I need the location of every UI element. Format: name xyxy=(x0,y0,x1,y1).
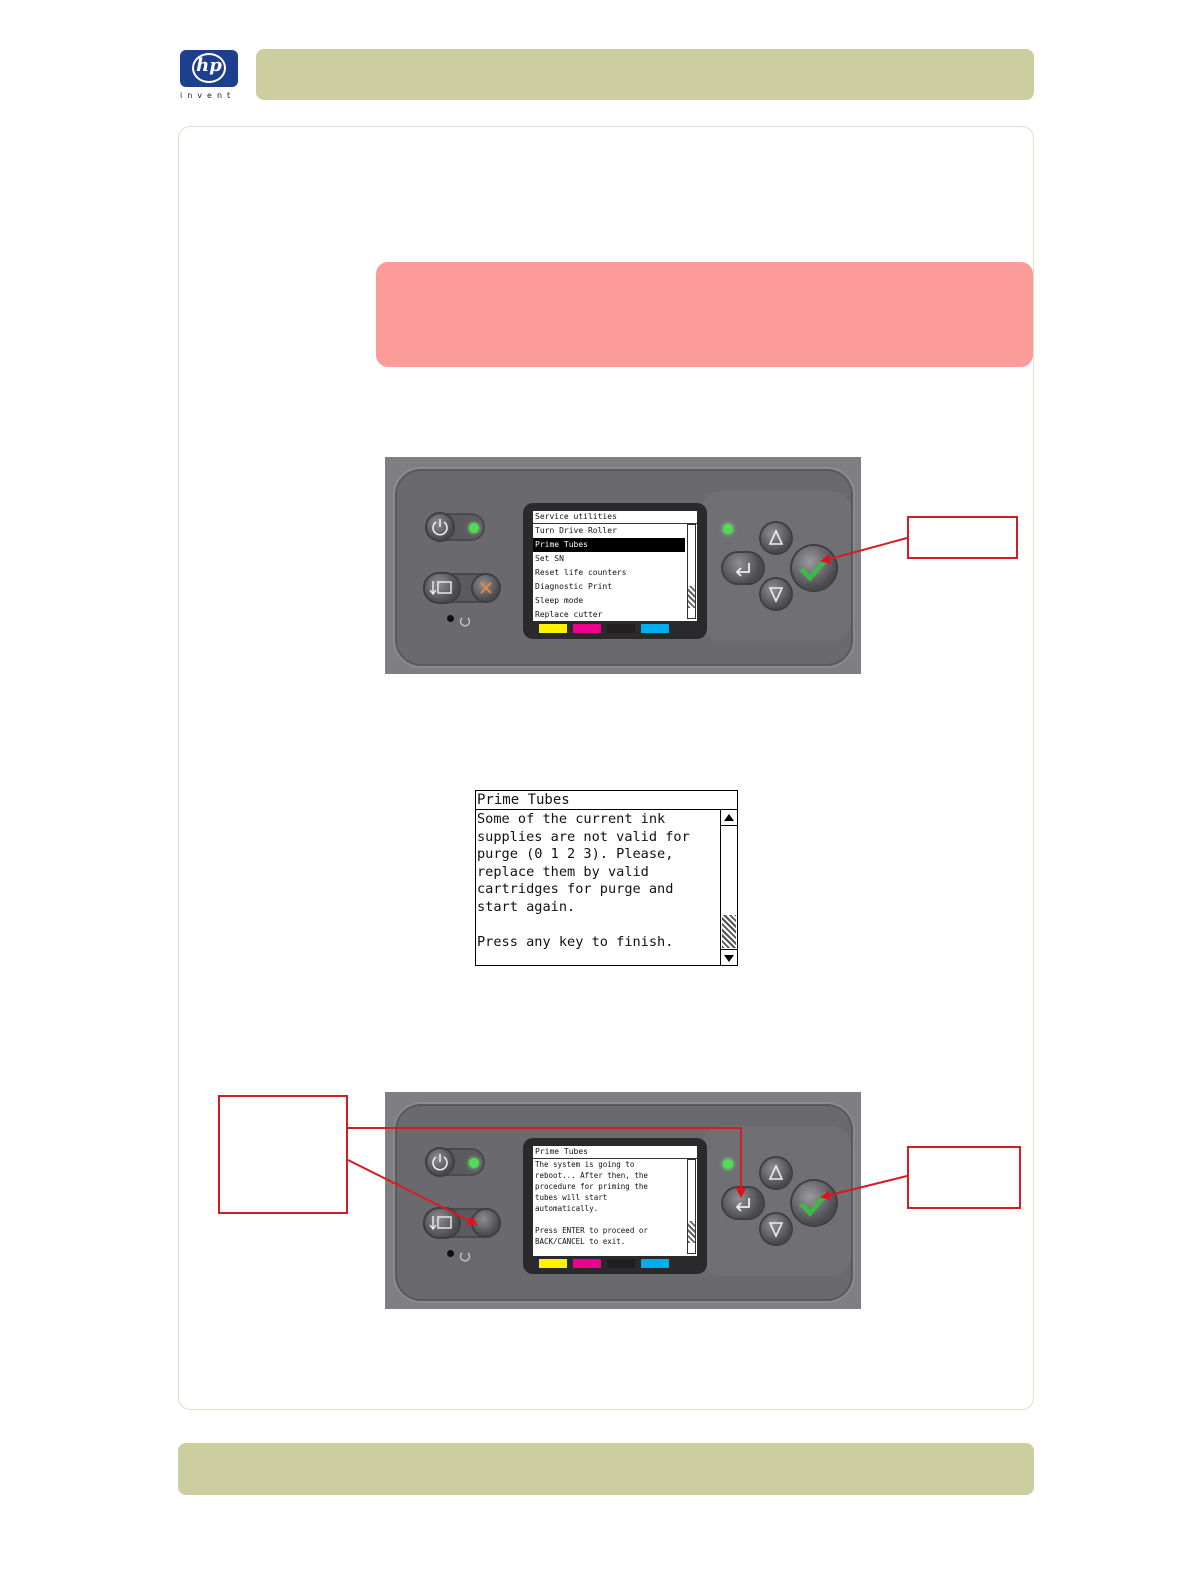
lcd-title: Service utilities xyxy=(533,511,697,524)
checkmark-icon xyxy=(799,556,829,582)
status-ring-icon xyxy=(459,1247,471,1262)
power-button[interactable] xyxy=(427,1149,453,1175)
ink-yellow xyxy=(539,1259,567,1268)
leader-line-ok-1 xyxy=(820,537,908,564)
hp-logo-badge: hp xyxy=(180,50,238,87)
back-arrow-icon xyxy=(735,563,750,577)
status-dot xyxy=(447,615,454,622)
scroll-thumb[interactable] xyxy=(722,915,736,948)
status-ring-icon xyxy=(459,612,471,627)
lcd-screen: Service utilities Turn Drive Roller Prim… xyxy=(533,511,697,621)
front-panel-photo-1: Service utilities Turn Drive Roller Prim… xyxy=(385,457,861,674)
header-bar xyxy=(256,49,1034,100)
back-button[interactable] xyxy=(723,553,763,583)
menu-item-turn-drive-roller[interactable]: Turn Drive Roller xyxy=(535,526,617,535)
hp-logo-tagline: invent xyxy=(180,91,236,100)
ink-yellow xyxy=(539,624,567,633)
scroll-up-icon xyxy=(724,814,734,821)
ink-magenta xyxy=(573,624,601,633)
form-feed-icon xyxy=(429,1216,452,1231)
menu-item-replace-cutter[interactable]: Replace cutter xyxy=(535,610,603,619)
menu-item-prime-tubes[interactable]: Prime Tubes xyxy=(533,538,685,552)
callout-box-ok-2 xyxy=(907,1146,1021,1209)
cancel-x-icon xyxy=(480,582,492,594)
scroll-up-arrow[interactable] xyxy=(721,810,737,826)
ink-magenta xyxy=(573,1259,601,1268)
down-arrow-button[interactable] xyxy=(761,579,791,609)
status-led xyxy=(723,524,733,534)
leader-line-ok-2 xyxy=(820,1175,908,1200)
lcd-frame: Service utilities Turn Drive Roller Prim… xyxy=(523,503,707,639)
menu-item-sleep-mode[interactable]: Sleep mode xyxy=(535,596,584,605)
power-icon xyxy=(432,1154,448,1171)
lcd-frame: Prime Tubes The system is going to reboo… xyxy=(523,1138,707,1274)
ok-button[interactable] xyxy=(792,546,836,590)
ink-black xyxy=(607,1259,635,1268)
leader-line-cancel xyxy=(347,1159,478,1225)
menu-item-reset-life-counters[interactable]: Reset life counters xyxy=(535,568,627,577)
content-frame xyxy=(178,126,1034,1410)
form-feed-button[interactable] xyxy=(425,574,459,602)
status-led xyxy=(723,1159,733,1169)
hp-logo: hp invent xyxy=(178,48,242,104)
lcd-message: The system is going to reboot... After t… xyxy=(535,1160,648,1246)
footer-bar xyxy=(178,1443,1034,1495)
scroll-down-icon xyxy=(724,955,734,962)
menu-item-diagnostic-print[interactable]: Diagnostic Print xyxy=(535,582,613,591)
up-arrow-button[interactable] xyxy=(761,1158,791,1188)
down-arrow-icon xyxy=(768,587,784,603)
leader-line-back xyxy=(348,1127,746,1198)
status-dot xyxy=(447,1250,454,1257)
prime-tubes-error-screen: Prime Tubes Some of the current ink supp… xyxy=(475,790,738,966)
lcd-scrollbar[interactable] xyxy=(687,524,696,619)
up-arrow-icon xyxy=(768,1164,784,1180)
power-led xyxy=(469,1158,479,1168)
warning-box xyxy=(376,262,1033,367)
screen-title: Prime Tubes xyxy=(476,791,737,810)
form-feed-icon xyxy=(429,581,452,596)
ink-black xyxy=(607,624,635,633)
up-arrow-button[interactable] xyxy=(761,523,791,553)
lcd-screen: Prime Tubes The system is going to reboo… xyxy=(533,1146,697,1256)
callout-box-back-cancel xyxy=(218,1095,348,1214)
power-led xyxy=(469,523,479,533)
screen-message: Some of the current ink supplies are not… xyxy=(477,811,690,951)
hp-logo-text: hp xyxy=(196,55,222,76)
down-arrow-button[interactable] xyxy=(761,1214,791,1244)
power-icon xyxy=(432,519,448,536)
ink-cyan xyxy=(641,1259,669,1268)
screen-scrollbar[interactable] xyxy=(720,810,737,965)
scroll-down-arrow[interactable] xyxy=(721,949,737,965)
lcd-title: Prime Tubes xyxy=(533,1146,697,1159)
cancel-button[interactable] xyxy=(473,575,499,601)
ink-cyan xyxy=(641,624,669,633)
down-arrow-icon xyxy=(768,1222,784,1238)
power-button[interactable] xyxy=(427,514,453,540)
up-arrow-icon xyxy=(768,529,784,545)
lcd-scrollbar[interactable] xyxy=(687,1159,696,1254)
back-arrow-icon xyxy=(735,1198,750,1212)
callout-box-ok-1 xyxy=(907,516,1018,559)
menu-item-set-sn[interactable]: Set SN xyxy=(535,554,564,563)
